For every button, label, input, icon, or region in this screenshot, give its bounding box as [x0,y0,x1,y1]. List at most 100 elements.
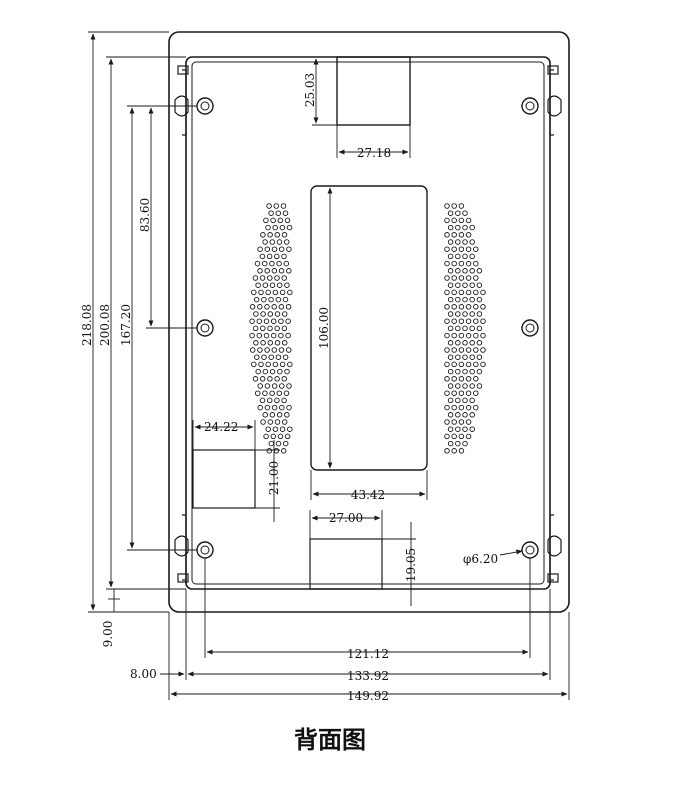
corner-clip-top-left [174,65,189,136]
vent-hole [262,412,268,418]
vent-hole [455,383,461,389]
vent-hole [257,246,263,252]
vent-hole [462,440,468,447]
vent-hole [266,397,273,404]
vent-hole [253,311,259,317]
dim-width-holes: 121.12 [347,647,389,661]
vent-hole [285,318,291,324]
vent-hole [281,376,288,382]
vent-hole [252,275,259,281]
vent-hole [271,383,278,389]
vent-hole [455,412,461,418]
vent-hole [286,404,292,411]
dim-hole-edge-offset: 9.00 [101,621,115,648]
vent-hole [473,347,479,353]
vent-hole [462,224,468,231]
vent-hole [480,304,486,310]
dim-width-overall: 149.92 [347,689,389,703]
vent-hole [257,383,263,389]
vent-hole [469,311,475,317]
vent-hole [451,318,457,324]
vent-hole [281,419,288,425]
vent-hole [476,340,483,346]
vent-hole [465,217,472,224]
vent-hole [447,282,454,288]
vent-hole [455,440,461,447]
vent-hole [267,311,274,317]
vent-hole [279,426,286,432]
vent-hole [458,289,465,296]
vent-hole [253,340,259,346]
vent-hole [451,390,457,396]
vent-hole [281,311,288,317]
dim-width-inner: 133.92 [347,669,389,683]
vent-hole [258,289,264,296]
vent-hole [284,217,291,224]
vent-hole [264,268,270,274]
vent-hole [271,347,278,353]
vent-hole [286,268,292,274]
vent-hole [278,318,284,324]
vent-hole [451,304,457,310]
vent-hole [265,289,271,296]
vent-hole [455,239,461,245]
vent-hole [447,426,454,432]
vent-hole [279,289,286,296]
vent-hole [447,368,454,375]
vent-hole [473,318,479,324]
vent-hole [451,347,457,353]
vent-hole [480,361,486,368]
vent-hole [465,289,472,296]
vent-hole [469,368,475,375]
vent-hole [458,260,465,267]
vent-hole [268,296,274,303]
vent-hole [458,246,465,252]
vent-hole [469,296,475,303]
vent-hole [465,304,472,310]
vent-hole [469,253,475,260]
vent-hole [255,282,261,288]
bottom-port-cutout [309,538,383,590]
vent-hole [280,203,287,209]
dim-bottom-port-width: 27.00 [329,511,363,525]
vent-hole [455,268,461,274]
vent-hole [260,419,266,425]
vent-hole [281,325,288,332]
vent-hole [261,354,267,360]
center-window [310,185,428,471]
dim-top-port-width: 27.18 [357,146,391,160]
vent-hole [264,404,271,411]
vent-hole [444,246,450,252]
hole-bottom-right [521,541,539,559]
vent-hole [272,361,279,368]
vent-hole [249,347,256,353]
vent-hole [277,433,284,440]
vent-hole [251,289,257,296]
vent-hole [270,332,277,339]
vent-hole [265,224,271,231]
vent-hole [458,404,465,411]
vent-hole [272,289,279,296]
vent-hole [278,268,285,274]
vent-hole [271,268,278,274]
vent-hole [451,404,457,411]
vent-hole [447,397,454,404]
vent-hole [264,304,270,310]
vent-hole [278,246,285,252]
vent-hole [279,224,286,231]
vent-hole [455,397,461,404]
vent-hole [260,340,266,346]
vent-hole [480,332,486,339]
vent-hole [455,354,461,360]
vent-hole [259,397,266,404]
vent-hole [263,217,269,224]
vent-hole [458,332,465,339]
vent-hole [282,210,289,216]
vent-hole [253,296,260,303]
vent-hole [279,404,285,411]
vent-hole [458,419,465,425]
vent-hole [287,361,293,368]
vent-hole [275,440,282,447]
vent-hole [469,354,475,360]
dim-window-height: 106.00 [317,307,331,349]
